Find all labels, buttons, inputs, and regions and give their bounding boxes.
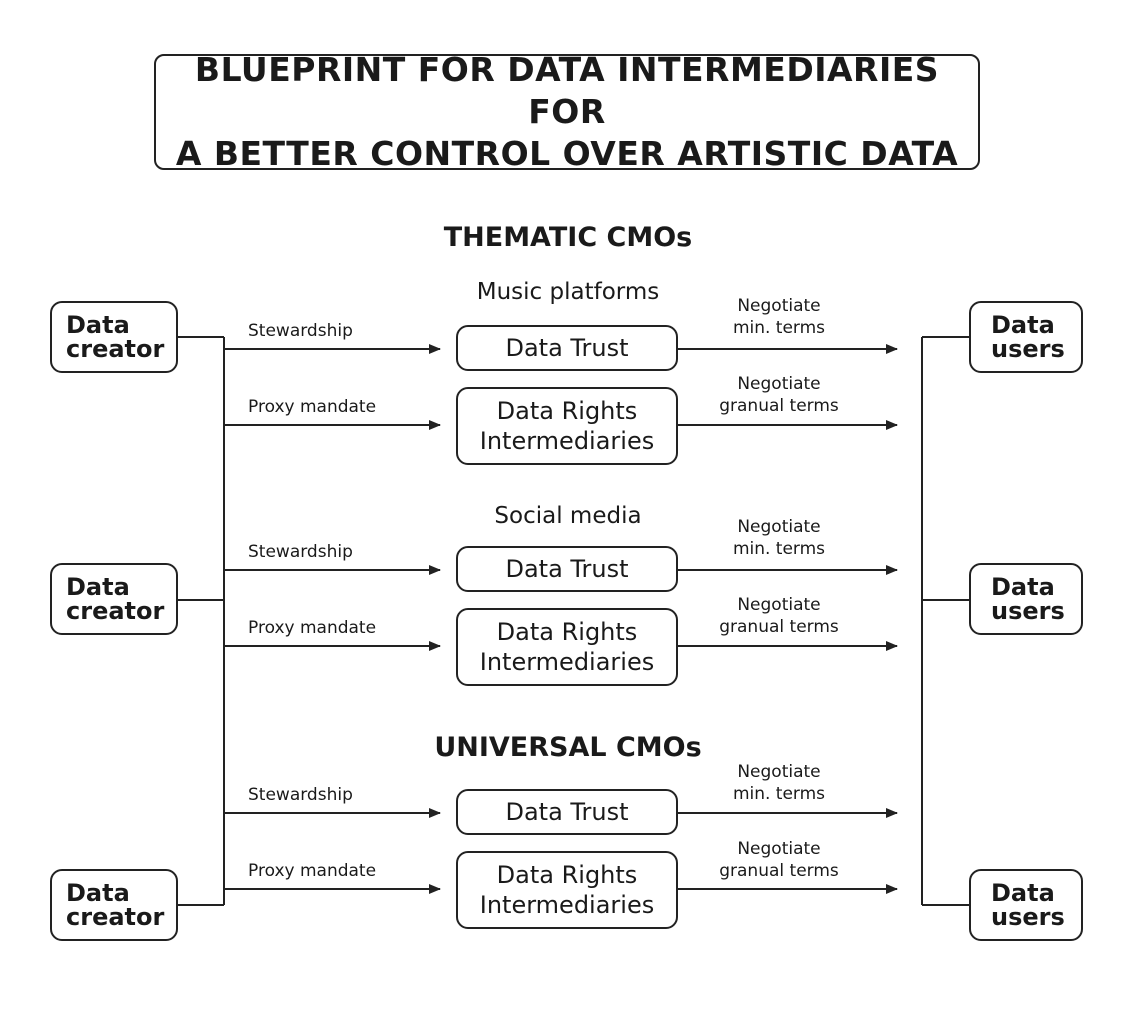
proxy-mandate-label: Proxy mandate <box>248 618 377 638</box>
data-users-label-2: users <box>991 335 1065 363</box>
negotiate-label: Negotiate <box>737 374 821 394</box>
data-rights-label-1: Data Rights <box>496 397 638 425</box>
stewardship-label: Stewardship <box>248 785 353 805</box>
negotiate-granual-terms-label: Negotiate granual terms <box>699 373 859 417</box>
granual-terms-label: granual terms <box>719 396 839 416</box>
data-trust-node: Data Trust <box>456 546 678 592</box>
thematic-cmos-heading: THEMATIC CMOs <box>443 222 693 253</box>
data-creator-node: Data creator <box>50 301 178 373</box>
data-trust-label: Data Trust <box>505 334 629 362</box>
data-users-node: Data users <box>969 869 1083 941</box>
data-rights-label-1: Data Rights <box>496 618 638 646</box>
min-terms-label: min. terms <box>732 318 826 338</box>
data-users-label-2: users <box>991 597 1065 625</box>
stewardship-label: Stewardship <box>248 321 353 341</box>
data-rights-intermediaries-node: Data Rights Intermediaries <box>456 608 678 686</box>
data-trust-label: Data Trust <box>505 555 629 583</box>
negotiate-granual-terms-label: Negotiate granual terms <box>699 594 859 638</box>
data-creator-label-2: creator <box>66 903 165 931</box>
data-rights-label-2: Intermediaries <box>479 648 655 676</box>
min-terms-label: min. terms <box>732 784 826 804</box>
data-creator-label-1: Data <box>66 311 130 339</box>
negotiate-label: Negotiate <box>737 296 821 316</box>
data-trust-label: Data Trust <box>505 798 629 826</box>
negotiate-min-terms-label: Negotiate min. terms <box>699 516 859 560</box>
music-platforms-label: Music platforms <box>476 279 660 305</box>
data-trust-node: Data Trust <box>456 325 678 371</box>
negotiate-granual-terms-label: Negotiate granual terms <box>699 838 859 882</box>
negotiate-label: Negotiate <box>737 595 821 615</box>
social-media-label: Social media <box>494 503 642 529</box>
data-rights-label-1: Data Rights <box>496 861 638 889</box>
proxy-mandate-label: Proxy mandate <box>248 861 377 881</box>
data-users-label-1: Data <box>991 573 1055 601</box>
negotiate-label: Negotiate <box>737 762 821 782</box>
data-users-label-1: Data <box>991 311 1055 339</box>
data-rights-label-2: Intermediaries <box>479 891 655 919</box>
title-line-1: BLUEPRINT FOR DATA INTERMEDIARIES FOR <box>194 50 940 131</box>
negotiate-min-terms-label: Negotiate min. terms <box>699 761 859 805</box>
proxy-mandate-label: Proxy mandate <box>248 397 377 417</box>
data-creator-label-2: creator <box>66 597 165 625</box>
title-line-2: A BETTER CONTROL OVER ARTISTIC DATA <box>175 134 959 173</box>
data-creator-node: Data creator <box>50 869 178 941</box>
data-creator-node: Data creator <box>50 563 178 635</box>
negotiate-label: Negotiate <box>737 517 821 537</box>
negotiate-label: Negotiate <box>737 839 821 859</box>
data-users-node: Data users <box>969 563 1083 635</box>
data-users-node: Data users <box>969 301 1083 373</box>
data-rights-intermediaries-node: Data Rights Intermediaries <box>456 851 678 929</box>
data-users-label-2: users <box>991 903 1065 931</box>
granual-terms-label: granual terms <box>719 617 839 637</box>
diagram-title: BLUEPRINT FOR DATA INTERMEDIARIES FOR A … <box>154 50 980 173</box>
data-users-label-1: Data <box>991 879 1055 907</box>
data-creator-label-2: creator <box>66 335 165 363</box>
data-creator-label-1: Data <box>66 573 130 601</box>
data-rights-label-2: Intermediaries <box>479 427 655 455</box>
data-creator-label-1: Data <box>66 879 130 907</box>
min-terms-label: min. terms <box>732 539 826 559</box>
negotiate-min-terms-label: Negotiate min. terms <box>699 295 859 339</box>
stewardship-label: Stewardship <box>248 542 353 562</box>
granual-terms-label: granual terms <box>719 861 839 881</box>
data-trust-node: Data Trust <box>456 789 678 835</box>
data-rights-intermediaries-node: Data Rights Intermediaries <box>456 387 678 465</box>
universal-cmos-heading: UNIVERSAL CMOs <box>434 732 702 763</box>
